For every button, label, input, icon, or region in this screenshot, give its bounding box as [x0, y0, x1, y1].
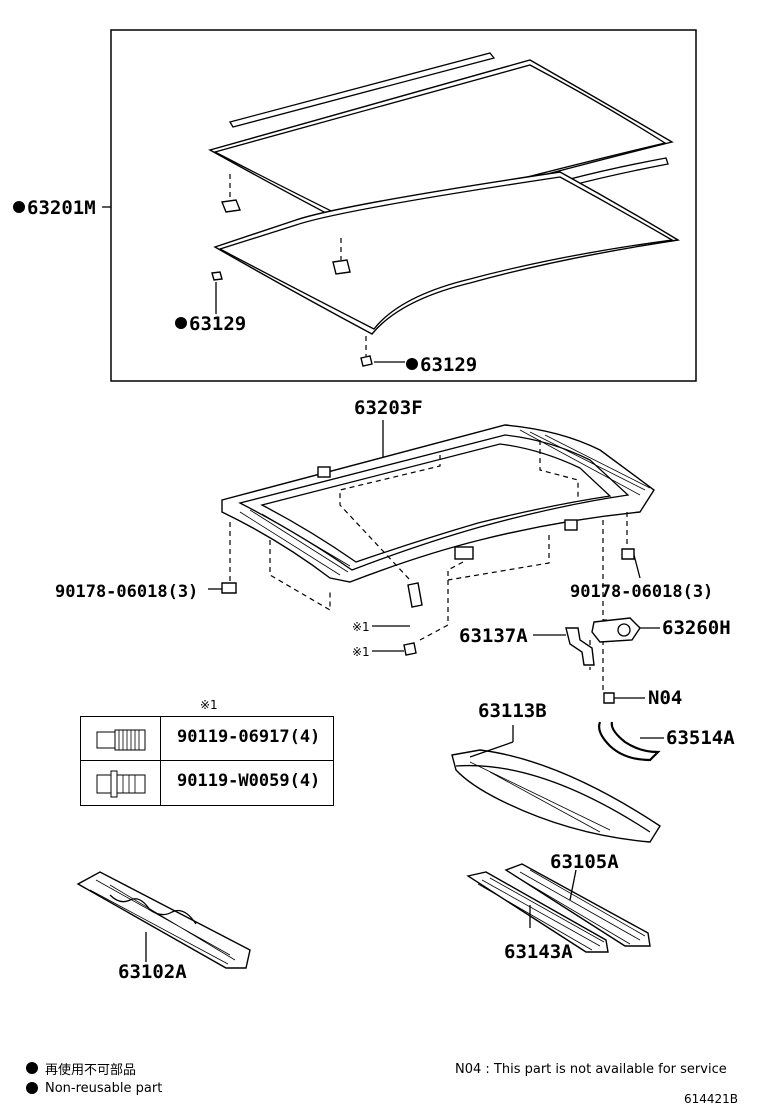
nut-icon [221, 582, 237, 594]
legend-text-en: Non-reusable part [45, 1080, 163, 1096]
clip-icon [332, 259, 351, 275]
bolt-table-row: 90119-W0059(4) [81, 761, 333, 805]
bolt-long-icon [81, 717, 161, 761]
bracket-63137A [565, 627, 595, 666]
glass-trim-upper [228, 52, 496, 128]
label-63129-a: 63129 [189, 313, 246, 335]
bolt-icon [403, 642, 417, 656]
label-63105A: 63105A [550, 851, 619, 873]
non-reusable-mark-icon [26, 1082, 38, 1094]
clip-icon [211, 271, 223, 281]
legend-row-en: Non-reusable part [26, 1078, 162, 1098]
label-63113B: 63113B [478, 700, 547, 722]
ref-mark-1: ※1 [352, 620, 370, 634]
ref-mark-2: ※1 [352, 645, 370, 659]
legend-text-jp: 再使用不可部品 [45, 1062, 137, 1078]
glass-panel-lower [213, 171, 681, 335]
label-63203F: 63203F [354, 397, 423, 419]
label-N04: N04 [648, 687, 682, 709]
bolt-flange-icon [81, 761, 161, 805]
clip-icon [360, 355, 373, 367]
label-63260H: 63260H [662, 617, 731, 639]
figure-id: 614421B [684, 1092, 739, 1106]
sunroof-housing [221, 424, 655, 583]
label-90178-right: 90178-06018(3) [570, 582, 713, 602]
reinforcement-63102A [76, 871, 251, 969]
bolt-part-number: 90119-W0059(4) [177, 771, 321, 791]
bolt-table-row: 90119-06917(4) [81, 717, 333, 761]
bolt-icon [407, 582, 423, 608]
non-reusable-mark-icon [406, 358, 418, 370]
rail-63143A [466, 871, 609, 953]
clip-icon [221, 199, 241, 213]
bolt-part-number: 90119-06917(4) [177, 727, 321, 747]
rail-63105A [504, 863, 651, 947]
sunshade-63113B [451, 749, 661, 843]
non-reusable-mark-icon [26, 1062, 38, 1074]
screw-icon [603, 692, 615, 704]
legend-row-jp: 再使用不可部品 [26, 1058, 162, 1078]
bolt-table: 90119-06917(4) 90119-W0059(4) [80, 716, 334, 806]
label-63102A: 63102A [118, 961, 187, 983]
drain-hose-63514A [598, 721, 661, 762]
legend: 再使用不可部品 Non-reusable part [26, 1058, 162, 1098]
label-63201M: 63201M [27, 197, 96, 219]
label-90178-left: 90178-06018(3) [55, 582, 198, 602]
label-63129-b: 63129 [420, 354, 477, 376]
non-reusable-mark-icon [175, 317, 187, 329]
label-63137A: 63137A [459, 625, 528, 647]
motor-63260H [591, 617, 641, 643]
non-reusable-mark-icon [13, 201, 25, 213]
n04-note: N04 : This part is not available for ser… [455, 1062, 727, 1077]
label-63514A: 63514A [666, 727, 735, 749]
label-63143A: 63143A [504, 941, 573, 963]
nut-icon [621, 548, 635, 560]
glass-assembly-frame [110, 29, 697, 382]
bolt-table-title: ※1 [200, 698, 218, 712]
